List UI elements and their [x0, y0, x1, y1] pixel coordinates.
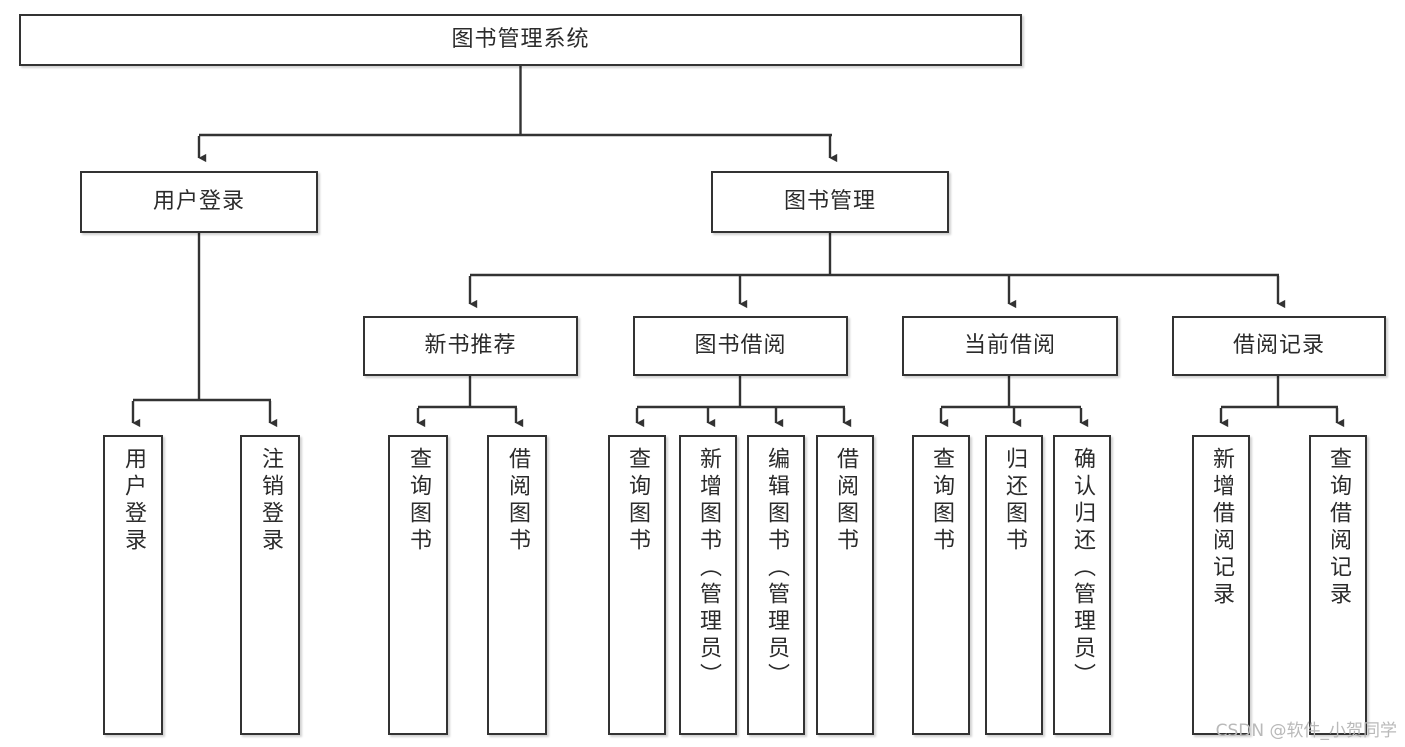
- node-leaf-borrow-book-2[interactable]: 借阅图书: [816, 435, 874, 735]
- node-leaf-borrow-book-2-label: 借阅图书: [833, 447, 858, 555]
- node-book-manage[interactable]: 图书管理: [711, 171, 949, 233]
- node-leaf-confirm-return-label: 确认归还（管理员）: [1070, 447, 1095, 690]
- node-leaf-query-book-3[interactable]: 查询图书: [912, 435, 970, 735]
- node-user-login-label: 用户登录: [152, 188, 245, 214]
- node-book-borrow[interactable]: 图书借阅: [633, 316, 848, 376]
- node-leaf-query-book-2[interactable]: 查询图书: [608, 435, 666, 735]
- node-user-login[interactable]: 用户登录: [80, 171, 318, 233]
- node-leaf-edit-book[interactable]: 编辑图书（管理员）: [747, 435, 805, 735]
- csdn-watermark: CSDN @软件_小贺同学: [1215, 721, 1397, 741]
- node-leaf-query-book-3-label: 查询图书: [929, 447, 954, 555]
- node-leaf-query-book-2-label: 查询图书: [625, 447, 650, 555]
- node-leaf-user-login[interactable]: 用户登录: [103, 435, 163, 735]
- node-leaf-user-login-label: 用户登录: [121, 447, 146, 555]
- node-borrow-record[interactable]: 借阅记录: [1172, 316, 1386, 376]
- node-leaf-logout[interactable]: 注销登录: [240, 435, 300, 735]
- node-leaf-add-borrow-record-label: 新增借阅记录: [1209, 447, 1234, 609]
- node-leaf-borrow-book-1-label: 借阅图书: [505, 447, 530, 555]
- node-leaf-confirm-return[interactable]: 确认归还（管理员）: [1053, 435, 1111, 735]
- node-leaf-edit-book-label: 编辑图书（管理员）: [764, 447, 789, 690]
- node-leaf-add-book[interactable]: 新增图书（管理员）: [679, 435, 737, 735]
- node-leaf-query-book-1-label: 查询图书: [406, 447, 431, 555]
- node-leaf-query-borrow-record[interactable]: 查询借阅记录: [1309, 435, 1367, 735]
- node-leaf-borrow-book-1[interactable]: 借阅图书: [487, 435, 547, 735]
- node-leaf-return-book[interactable]: 归还图书: [985, 435, 1043, 735]
- node-leaf-query-book-1[interactable]: 查询图书: [388, 435, 448, 735]
- node-book-manage-label: 图书管理: [783, 188, 876, 214]
- node-leaf-add-book-label: 新增图书（管理员）: [696, 447, 721, 690]
- node-leaf-return-book-label: 归还图书: [1002, 447, 1027, 555]
- node-current-borrow-label: 当前借阅: [963, 332, 1056, 358]
- node-root[interactable]: 图书管理系统: [19, 14, 1022, 66]
- node-leaf-logout-label: 注销登录: [258, 447, 283, 555]
- node-current-borrow[interactable]: 当前借阅: [902, 316, 1118, 376]
- node-book-borrow-label: 图书借阅: [694, 332, 787, 358]
- node-new-book-recommend-label: 新书推荐: [424, 332, 517, 358]
- node-leaf-add-borrow-record[interactable]: 新增借阅记录: [1192, 435, 1250, 735]
- node-borrow-record-label: 借阅记录: [1232, 332, 1325, 358]
- node-leaf-query-borrow-record-label: 查询借阅记录: [1326, 447, 1351, 609]
- node-root-label: 图书管理系统: [451, 26, 590, 52]
- node-new-book-recommend[interactable]: 新书推荐: [363, 316, 578, 376]
